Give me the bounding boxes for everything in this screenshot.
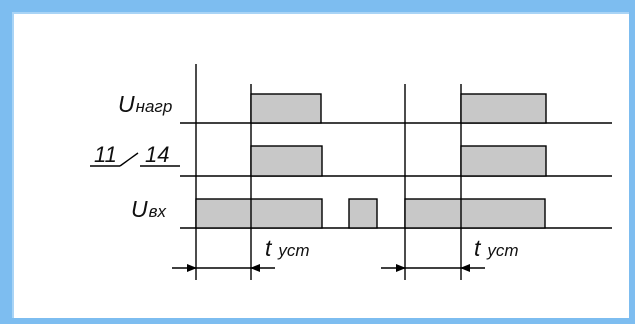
image-frame-inner (12, 12, 629, 318)
u-in-pulse-1 (195, 198, 323, 229)
contact-switch-blade (119, 152, 139, 167)
u-in-pulse-2 (348, 198, 378, 229)
label-u-load: Uнагр (118, 91, 172, 117)
label-contact-11: 11 (94, 142, 117, 167)
label-contact-14: 14 (145, 142, 169, 167)
contact-pulse-2 (460, 145, 547, 177)
contact-pulse-1 (250, 145, 323, 177)
u-load-pulse-2 (460, 93, 547, 124)
u-in-pulse-3 (404, 198, 546, 229)
u-load-pulse-1 (250, 93, 322, 124)
label-u-in: Uвх (131, 196, 166, 222)
